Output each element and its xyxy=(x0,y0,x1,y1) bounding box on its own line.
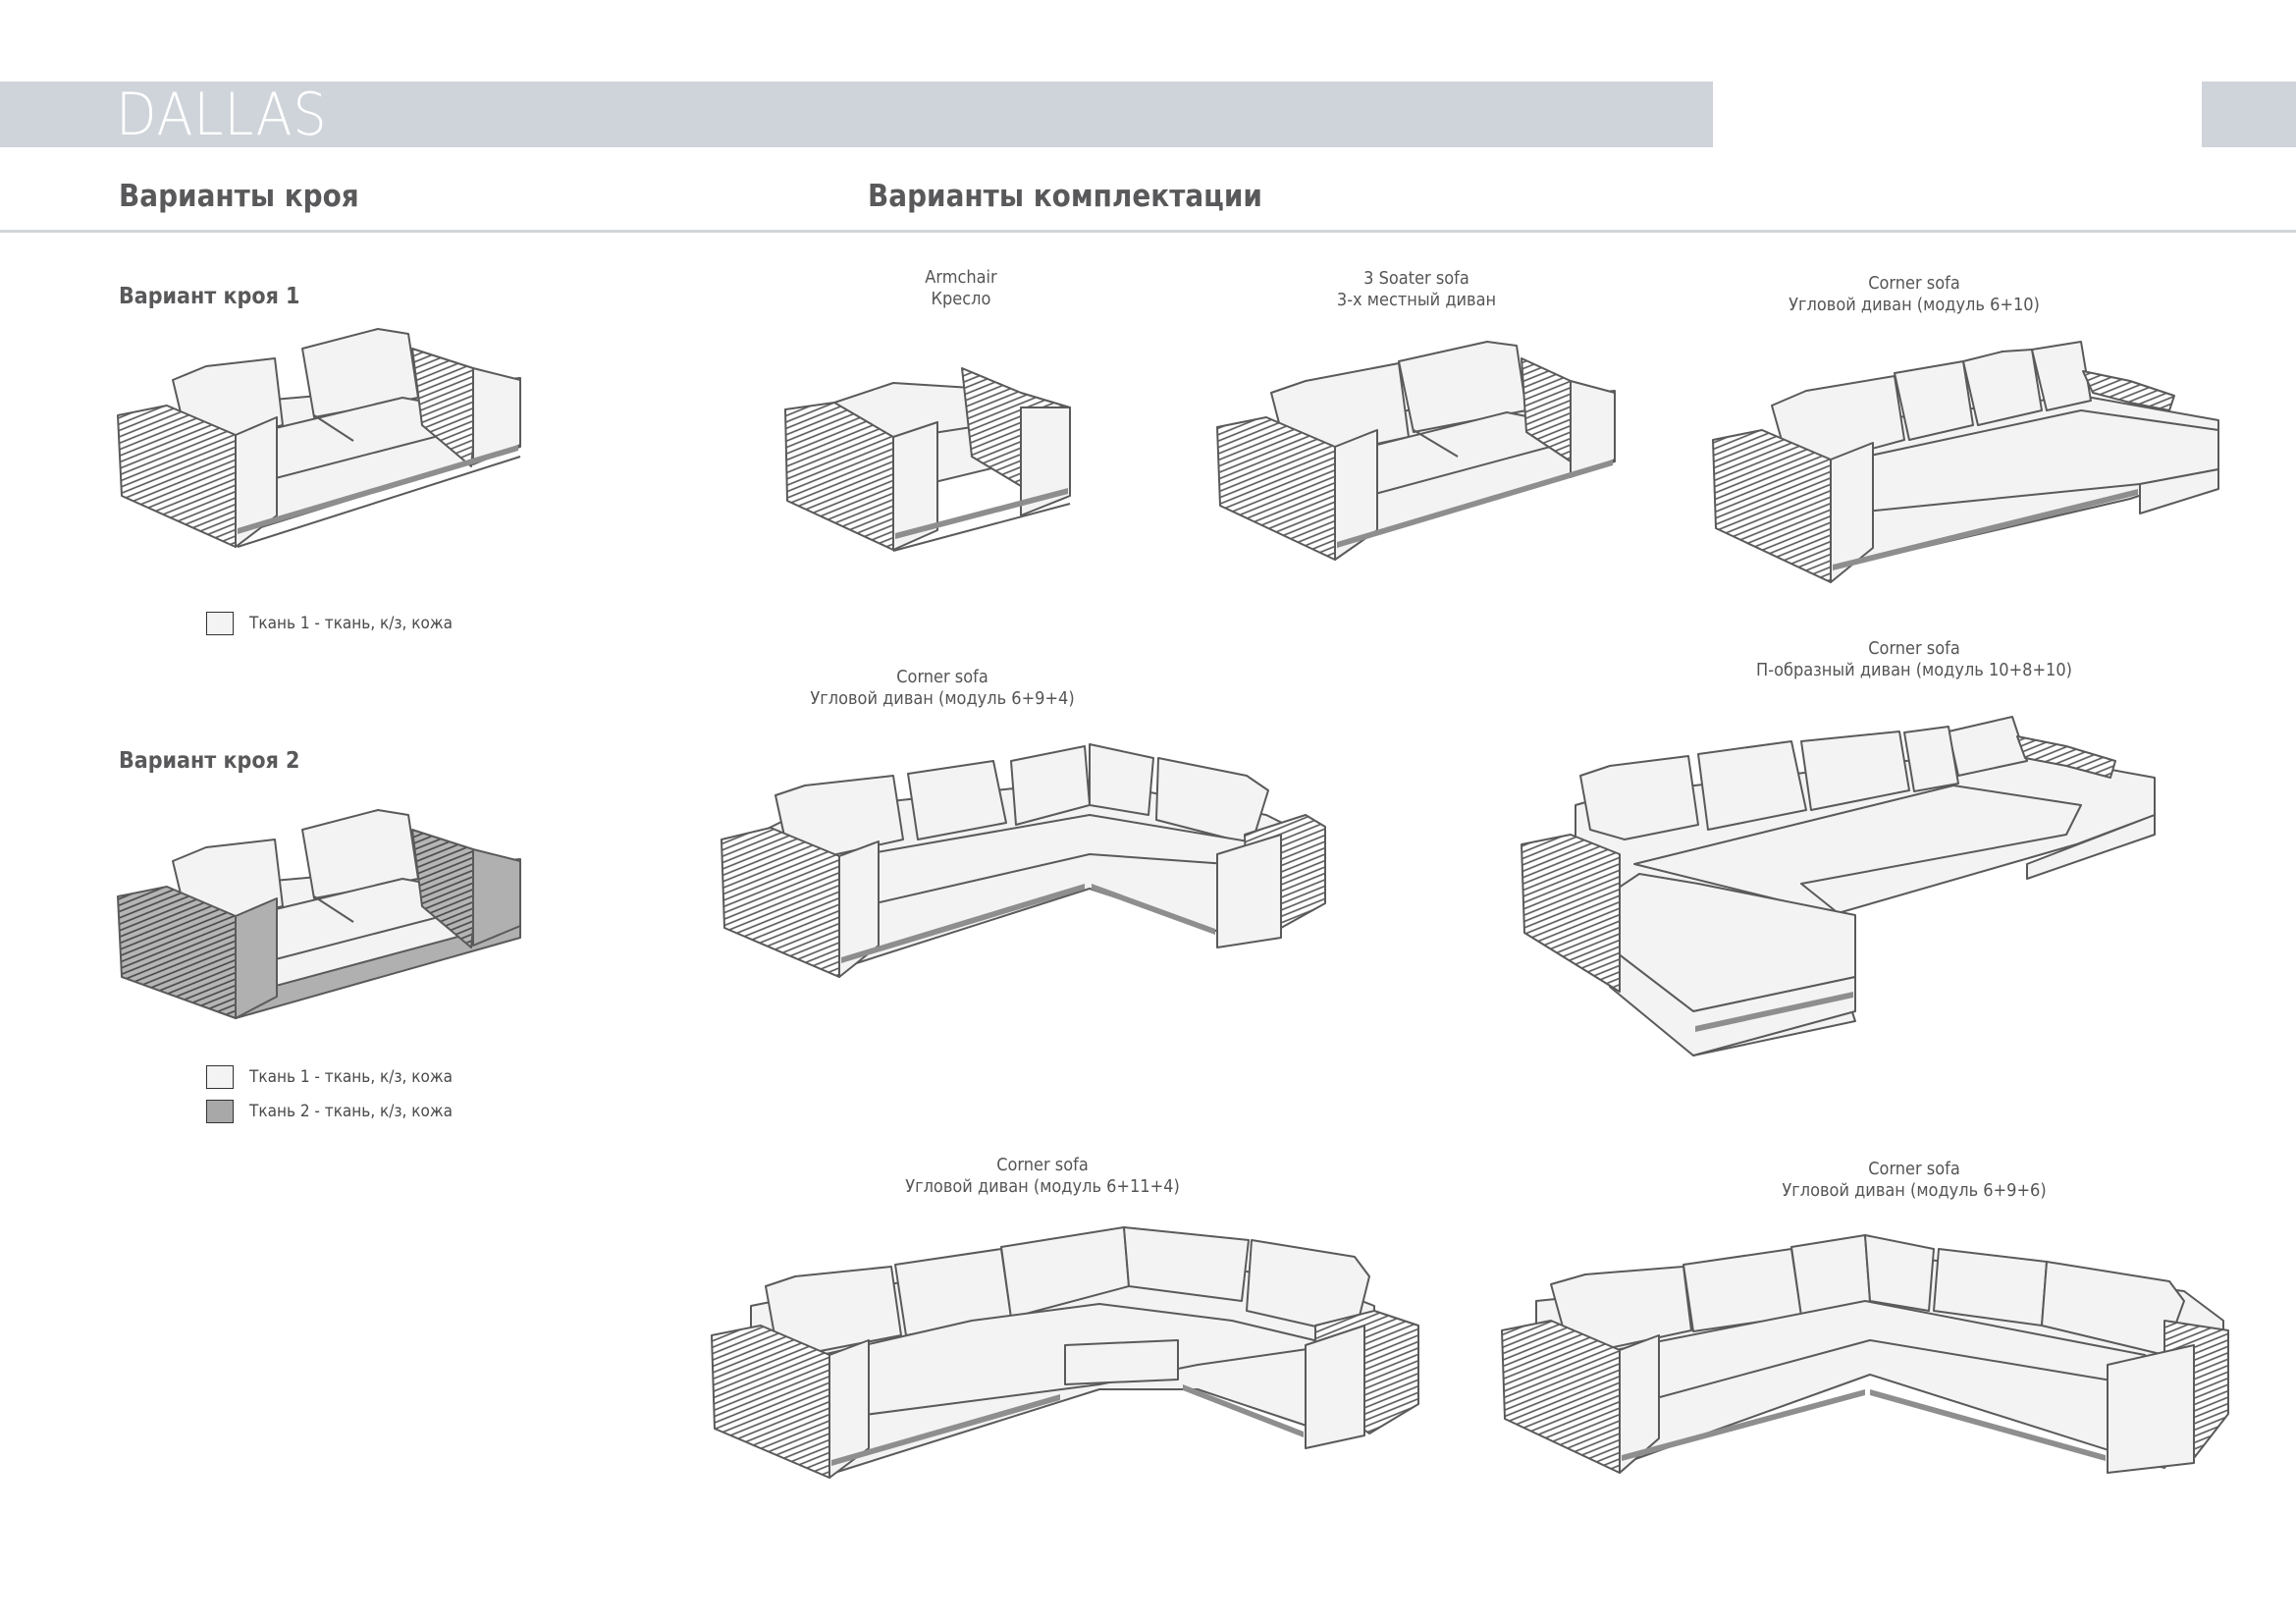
caption-en: Corner sofa xyxy=(1868,638,1960,659)
legend-text: Ткань 1 - ткань, к/з, кожа xyxy=(249,1067,454,1087)
config-caption: Corner sofa Угловой диван (модуль 6+11+4… xyxy=(905,1155,1180,1198)
config-caption: Corner sofa Угловой диван (модуль 6+9+6) xyxy=(1782,1159,2046,1202)
cut-variant-1-title: Вариант кроя 1 xyxy=(119,284,300,309)
fabric-2-swatch xyxy=(206,1100,234,1123)
caption-ru: 3-х местный диван xyxy=(1336,290,1497,310)
fabric-1-swatch xyxy=(206,1065,234,1089)
caption-en: 3 Soater sofa xyxy=(1363,268,1469,289)
armchair-drawing xyxy=(784,367,1071,552)
caption-en: Corner sofa xyxy=(1868,1159,1960,1179)
cut-variant-2-title: Вариант кроя 2 xyxy=(119,748,300,774)
caption-ru: Угловой диван (модуль 6+10) xyxy=(1789,295,2040,315)
config-caption: Corner sofa Угловой диван (модуль 6+9+4) xyxy=(810,667,1074,710)
config-caption: Corner sofa Угловой диван (модуль 6+10) xyxy=(1789,273,2040,316)
corner-sofa-wide-drawing xyxy=(711,1226,1419,1479)
caption-ru: Кресло xyxy=(931,289,991,309)
legend-row: Ткань 1 - ткань, к/з, кожа xyxy=(206,609,453,638)
cut-variants-heading: Варианты кроя xyxy=(119,179,359,214)
caption-en: Corner sofa xyxy=(996,1155,1089,1175)
corner-sofa-long-drawing xyxy=(1501,1234,2229,1474)
u-shaped-sofa-drawing xyxy=(1521,716,2156,1056)
sofa-drawing-variant-1 xyxy=(117,328,521,548)
title-bar-accent xyxy=(2202,81,2296,147)
three-seater-sofa-drawing xyxy=(1216,341,1616,561)
caption-ru: Угловой диван (модуль 6+11+4) xyxy=(905,1176,1180,1197)
legend-text: Ткань 1 - ткань, к/з, кожа xyxy=(249,614,454,633)
caption-ru: Угловой диван (модуль 6+9+4) xyxy=(810,688,1075,709)
legend-text: Ткань 2 - ткань, к/з, кожа xyxy=(249,1102,454,1121)
caption-en: Corner sofa xyxy=(896,667,988,687)
config-caption: Armchair Кресло xyxy=(925,267,996,310)
configurations-heading: Варианты комплектации xyxy=(868,179,1262,214)
config-caption: 3 Soater sofa 3-х местный диван xyxy=(1337,268,1496,311)
fabric-1-swatch xyxy=(206,612,234,635)
config-caption: Corner sofa П-образный диван (модуль 10+… xyxy=(1756,638,2072,681)
title-bar xyxy=(0,81,1713,147)
caption-en: Corner sofa xyxy=(1868,273,1960,294)
header-divider xyxy=(0,230,2296,233)
caption-ru: П-образный диван (модуль 10+8+10) xyxy=(1756,660,2072,680)
legend-row: Ткань 2 - ткань, к/з, кожа xyxy=(206,1097,453,1126)
caption-ru: Угловой диван (модуль 6+9+6) xyxy=(1782,1180,2047,1201)
corner-sofa-chaise-drawing xyxy=(1712,341,2219,583)
brand-title: DALLAS xyxy=(116,81,328,149)
sofa-drawing-variant-2 xyxy=(117,809,521,1019)
legend-row: Ткань 1 - ткань, к/з, кожа xyxy=(206,1062,453,1092)
caption-en: Armchair xyxy=(925,267,997,288)
corner-sofa-drawing xyxy=(721,743,1326,978)
